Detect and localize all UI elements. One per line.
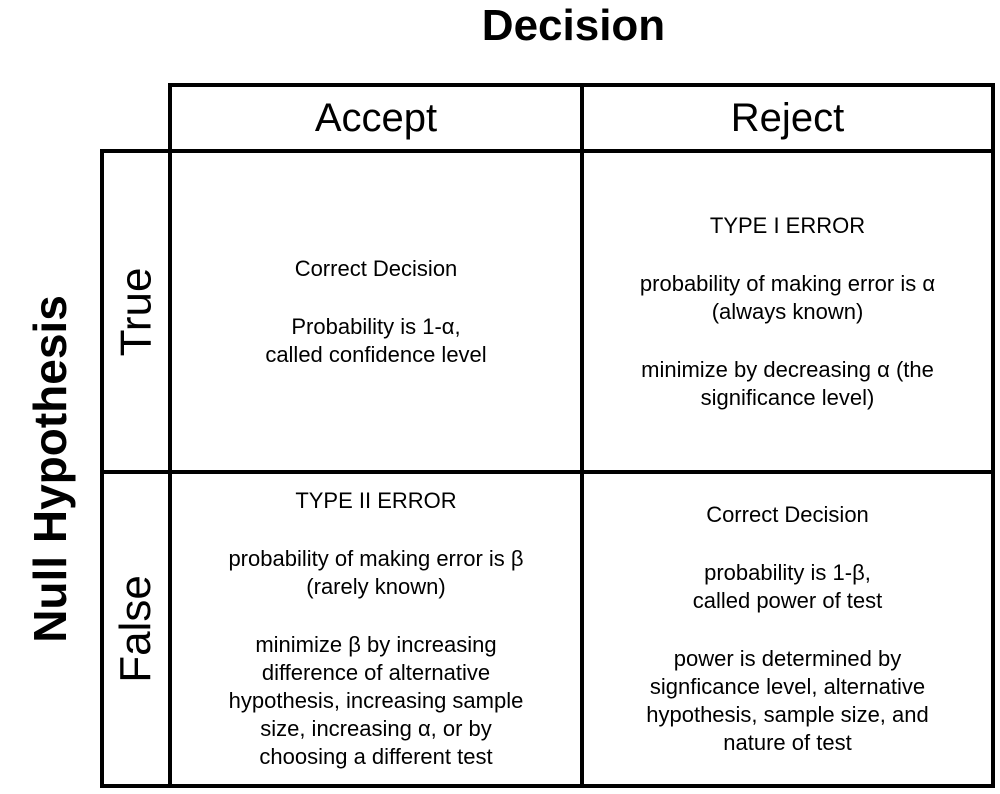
cell-true-reject-paragraph: minimize by decreasing α (the significan…	[641, 356, 934, 410]
column-header-row: Accept Reject	[168, 83, 995, 149]
column-header-reject: Reject	[584, 87, 991, 149]
cell-true-reject-paragraph: probability of making error is α (always…	[639, 270, 936, 324]
cell-false-reject-paragraph: probability is 1-β, called power of test	[692, 560, 883, 613]
matrix-body: True Correct Decision Probability is 1-α…	[100, 149, 995, 788]
cell-true-reject-heading: TYPE I ERROR	[709, 212, 866, 238]
cell-true-accept-paragraph: Probability is 1-α, called confidence le…	[265, 313, 487, 367]
row-axis-title: Null Hypothesis	[24, 294, 77, 643]
cell-false-reject: Correct Decision probability is 1-β, cal…	[584, 474, 991, 784]
cell-true-accept: Correct Decision Probability is 1-α, cal…	[172, 153, 580, 470]
cell-false-reject-paragraph: power is determined by signficance level…	[646, 646, 929, 755]
cell-false-reject-heading: Correct Decision	[706, 502, 869, 527]
row-header-true: True	[104, 153, 168, 470]
row-axis-title-container: Null Hypothesis	[0, 149, 100, 788]
cell-true-accept-heading: Correct Decision	[294, 255, 458, 281]
row-header-true-label: True	[111, 267, 160, 356]
row-header-false: False	[104, 474, 168, 784]
cell-false-accept: TYPE II ERROR probability of making erro…	[172, 474, 580, 784]
cell-true-reject: TYPE I ERROR probability of making error…	[584, 153, 991, 470]
cell-false-accept-paragraph: probability of making error is β (rarely…	[228, 546, 524, 599]
cell-false-accept-paragraph: minimize β by increasing difference of a…	[228, 632, 524, 769]
row-header-false-label: False	[111, 575, 160, 683]
cell-false-accept-heading: TYPE II ERROR	[295, 488, 457, 513]
column-header-accept: Accept	[172, 87, 580, 149]
column-axis-title: Decision	[481, 1, 666, 50]
